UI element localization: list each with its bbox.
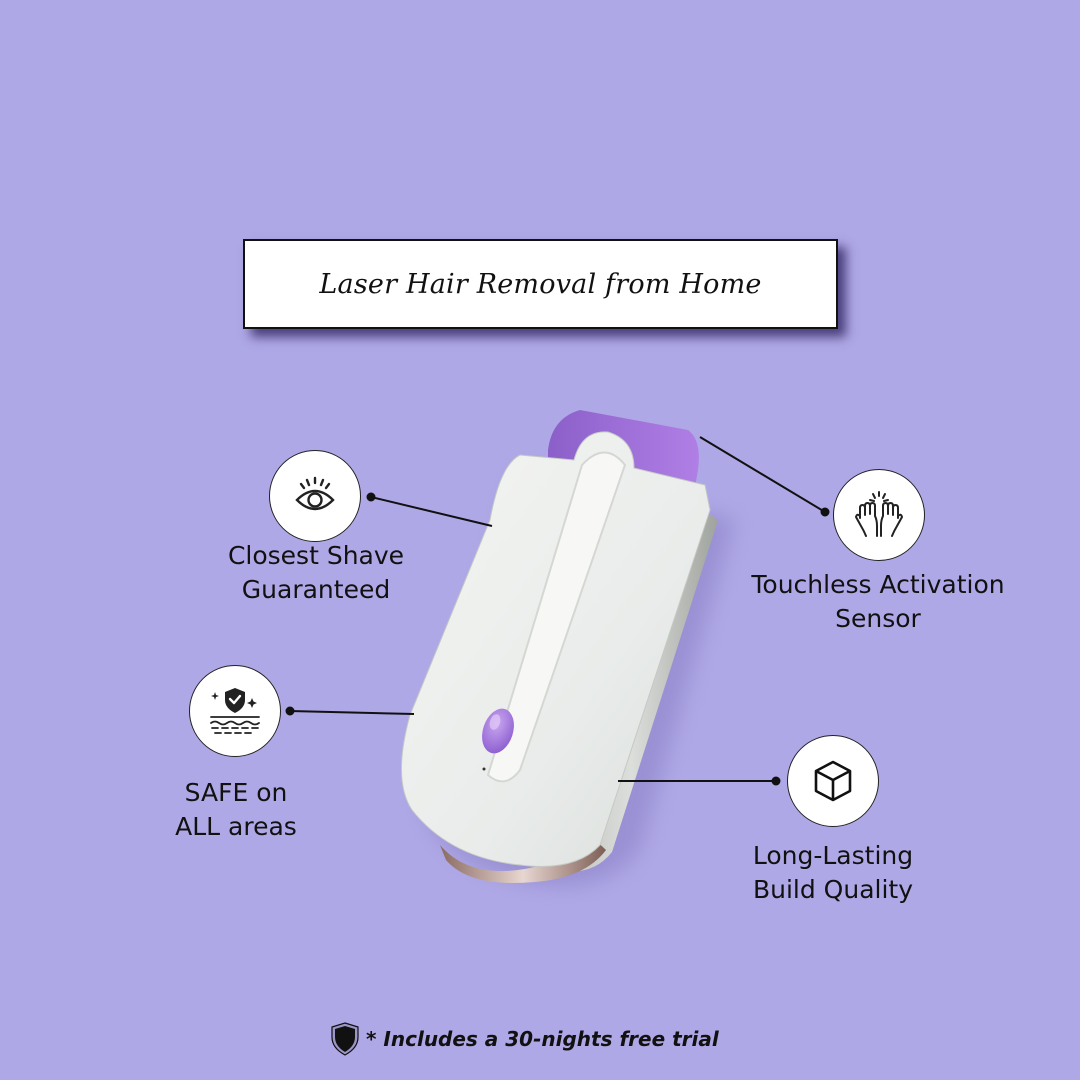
- feature-icon-circle-closest-shave: [269, 450, 361, 542]
- shield-skin-icon: [210, 688, 260, 734]
- feature-label-safe: SAFE on ALL areas: [175, 778, 297, 841]
- high-five-hands-icon: [855, 491, 903, 537]
- feature-icon-circle-build-quality: [787, 735, 879, 827]
- title-banner: Laser Hair Removal from Home: [243, 239, 838, 329]
- free-trial-text: * Includes a 30-nights free trial: [366, 1027, 719, 1051]
- shield-icon: [331, 1022, 359, 1056]
- feature-icon-circle-touchless: [833, 469, 925, 561]
- eye-icon: [295, 476, 335, 511]
- page-title: Laser Hair Removal from Home: [319, 268, 762, 300]
- feature-label-build-quality: Long-Lasting Build Quality: [752, 841, 914, 904]
- feature-label-closest-shave: Closest Shave Guaranteed: [227, 541, 405, 604]
- feature-label-touchless: Touchless Activation Sensor: [751, 570, 1005, 633]
- feature-icon-circle-safe: [189, 665, 281, 757]
- free-trial-note: * Includes a 30-nights free trial: [330, 1022, 719, 1056]
- cube-icon: [814, 760, 852, 802]
